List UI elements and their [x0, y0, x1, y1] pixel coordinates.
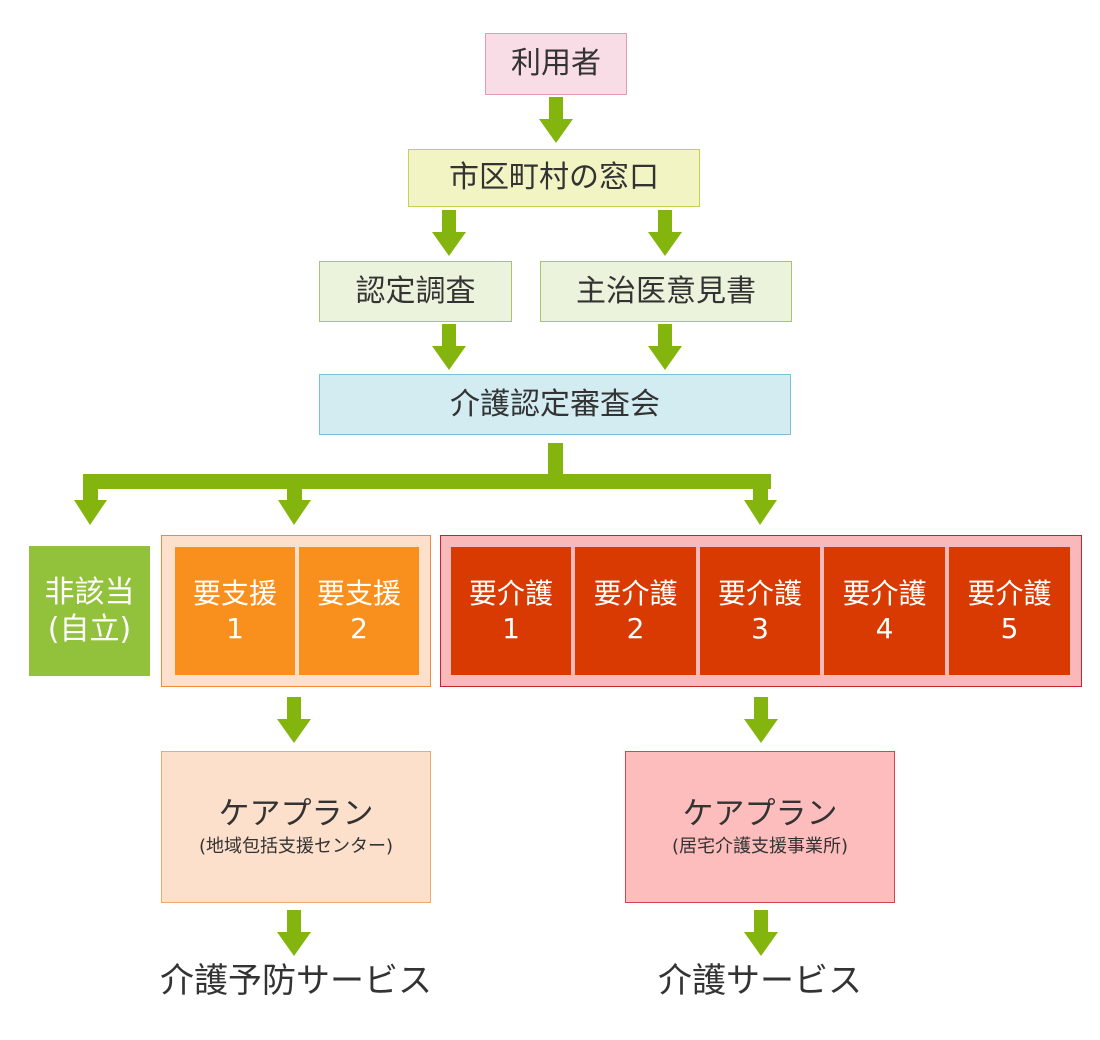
preventive-service-label: 介護予防サービス [160, 960, 432, 1001]
arrow-down-icon [648, 210, 682, 256]
branch-stem [548, 443, 563, 483]
review-committee-node: 介護認定審査会 [319, 374, 791, 435]
care-level-cell: 要介護 1 [451, 547, 571, 675]
care-level-label: 要介護 [842, 577, 927, 610]
care-plan-title: ケアプラン [682, 796, 838, 833]
care-service-label: 介護サービス [658, 960, 862, 1001]
support-level-label: 要支援 [316, 577, 401, 610]
branch-head-mid [278, 500, 311, 525]
arrow-down-icon [277, 910, 311, 956]
arrow-down-icon [277, 697, 311, 743]
support-level-label: 要支援 [192, 577, 277, 610]
care-level-number: 2 [626, 612, 645, 645]
doctor-opinion-node: 主治医意見書 [540, 261, 792, 322]
support-level-number: 2 [350, 612, 368, 645]
care-plan-title: ケアプラン [218, 796, 374, 833]
arrow-down-icon [648, 324, 682, 370]
arrow-down-icon [432, 210, 466, 256]
arrow-down-icon [432, 324, 466, 370]
branch-head-left [74, 500, 107, 525]
care-level-cell: 要介護 3 [700, 547, 820, 675]
care-plan-subtitle: (地域包括支援センター) [198, 836, 394, 858]
support-level-cell: 要支援 1 [175, 547, 295, 675]
branch-head-right [744, 500, 777, 525]
branch-drop-left [83, 474, 98, 502]
branch-bar [83, 474, 771, 489]
not-applicable-note: (自立) [47, 612, 132, 647]
care-level-number: 5 [1000, 612, 1019, 645]
care-plan-subtitle: (居宅介護支援事業所) [671, 836, 849, 858]
care-level-label: 要介護 [468, 577, 553, 610]
not-applicable-node: 非該当 (自立) [29, 546, 150, 676]
care-level-number: 3 [751, 612, 769, 645]
care-level-label: 要介護 [593, 577, 678, 610]
support-level-cell: 要支援 2 [299, 547, 419, 675]
arrow-down-icon [539, 97, 573, 143]
branch-drop-mid [287, 474, 302, 502]
care-level-cell: 要介護 2 [575, 547, 696, 675]
care-level-label: 要介護 [717, 577, 802, 610]
care-level-number: 4 [875, 612, 894, 645]
user-node: 利用者 [485, 33, 627, 95]
certification-survey-node: 認定調査 [319, 261, 512, 322]
care-level-label: 要介護 [967, 577, 1052, 610]
care-plan-support-node: ケアプラン (地域包括支援センター) [161, 751, 431, 903]
not-applicable-label: 非該当 [44, 574, 135, 610]
arrow-down-icon [744, 910, 778, 956]
care-plan-care-node: ケアプラン (居宅介護支援事業所) [625, 751, 895, 903]
care-level-number: 1 [502, 612, 520, 645]
municipal-window-node: 市区町村の窓口 [408, 149, 700, 207]
care-level-cell: 要介護 5 [949, 547, 1070, 675]
support-level-number: 1 [226, 612, 244, 645]
branch-drop-right [753, 474, 768, 502]
care-level-cell: 要介護 4 [824, 547, 945, 675]
arrow-down-icon [744, 697, 778, 743]
